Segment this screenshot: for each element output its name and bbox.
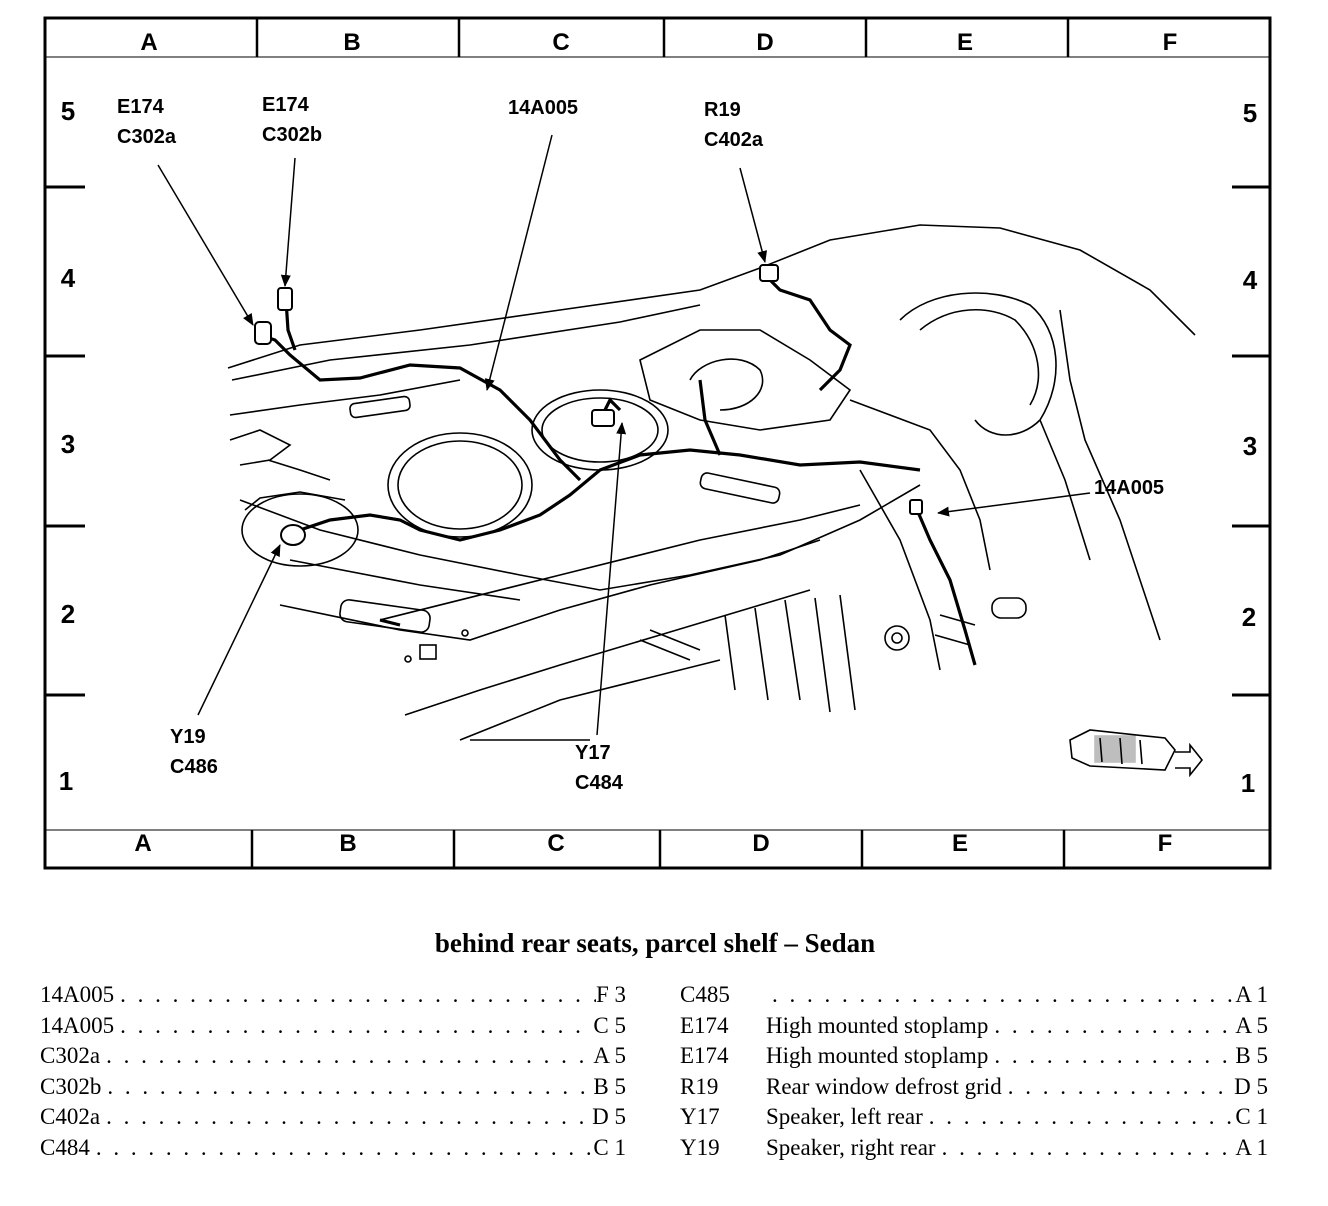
callout-e174-a-connector: C302a: [117, 126, 177, 148]
col-label-bottom-b: B: [339, 830, 356, 857]
connectors: [254, 264, 923, 546]
legend-location: B 5: [593, 1073, 626, 1099]
row-label-left-2: 2: [61, 599, 75, 629]
legend-description: Speaker, right rear: [766, 1134, 936, 1160]
legend-code: C302a: [40, 1043, 101, 1068]
col-label-top-c: C: [552, 29, 569, 56]
legend-row: C302a A 5: [40, 1043, 626, 1074]
callout-14a005-top: 14A005: [508, 97, 578, 119]
legend-location: F 3: [595, 982, 626, 1007]
legend-location: D 5: [592, 1104, 626, 1129]
legend-location: A 1: [1235, 982, 1268, 1007]
row-label-right-5: 5: [1243, 98, 1257, 128]
col-label-bottom-d: D: [752, 830, 769, 857]
connector-c486: [280, 524, 306, 546]
legend-code: Y19: [680, 1134, 720, 1160]
legend-code: C485: [680, 982, 730, 1007]
vehicle-orientation-icon: [1069, 729, 1204, 778]
locator-diagram: A B C D E F A B C D E F 5 4 3 2 1 5 4 3 …: [43, 16, 1272, 870]
connector-c302a: [254, 321, 272, 345]
legend-row: 14A005 F 3: [40, 982, 626, 1013]
legend-code: 14A005: [40, 982, 115, 1007]
legend-row: E174 High mounted stoplamp A 5: [680, 1013, 1268, 1044]
row-label-left-5: 5: [61, 96, 75, 126]
legend-row: C484 C 1: [40, 1135, 626, 1166]
legend-row: C402a D 5: [40, 1104, 626, 1135]
callout-e174-b-code: E174: [262, 94, 310, 116]
connector-c402a: [759, 264, 779, 282]
column-dividers-top: [255, 18, 1070, 57]
parcel-shelf-illustration: [227, 224, 1196, 741]
col-label-top-f: F: [1163, 29, 1178, 56]
col-label-top-a: A: [140, 29, 157, 56]
legend-location: A 1: [1235, 1134, 1268, 1160]
col-label-bottom-c: C: [547, 830, 564, 857]
row-label-left-3: 3: [61, 429, 75, 459]
legend-row: Y19 Speaker, right rear A 1: [680, 1135, 1268, 1166]
legend-description: High mounted stoplamp: [766, 1012, 989, 1038]
legend-code: R19: [680, 1073, 719, 1099]
callout-e174-b-connector: C302b: [262, 124, 322, 146]
callout-y19-code: Y19: [170, 726, 206, 748]
legend-location: A 5: [1235, 1012, 1268, 1038]
diagram-caption: behind rear seats, parcel shelf – Sedan: [434, 928, 876, 958]
legend-location: C 1: [593, 1134, 626, 1160]
callout-r19-code: R19: [704, 99, 741, 121]
col-label-bottom-a: A: [134, 830, 151, 857]
callout-y19-connector: C486: [170, 756, 218, 778]
col-label-top-d: D: [756, 29, 773, 56]
legend-row: C302b B 5: [40, 1074, 626, 1105]
callout-y17-connector: C484: [575, 772, 624, 794]
legend-location: C 5: [593, 1012, 626, 1038]
diagram-border: [43, 16, 1272, 870]
callout-r19-connector: C402a: [704, 129, 764, 151]
callout-14a005-right: 14A005: [1094, 477, 1164, 499]
legend-code: E174: [680, 1043, 729, 1068]
legend-location: D 5: [1234, 1073, 1268, 1099]
connector-c484: [591, 409, 615, 427]
row-label-left-4: 4: [61, 263, 76, 293]
row-label-right-1: 1: [1241, 768, 1255, 798]
row-label-left-1: 1: [59, 766, 73, 796]
row-label-right-3: 3: [1243, 431, 1257, 461]
callout-e174-a-code: E174: [117, 96, 165, 118]
legend-description: Rear window defrost grid: [766, 1073, 1002, 1099]
col-label-bottom-e: E: [952, 830, 968, 857]
row-label-right-2: 2: [1242, 602, 1256, 632]
row-label-right-4: 4: [1243, 265, 1258, 295]
col-label-bottom-f: F: [1158, 830, 1173, 857]
legend-row: Y17 Speaker, left rear C 1: [680, 1104, 1268, 1135]
wiring-harness: [259, 268, 977, 666]
legend-code: C302b: [40, 1073, 102, 1099]
legend-row: R19 Rear window defrost grid D 5: [680, 1074, 1268, 1105]
connector-c302b: [277, 287, 293, 311]
legend-location: C 1: [1235, 1104, 1268, 1129]
legend-location: A 5: [593, 1043, 626, 1068]
col-label-top-b: B: [343, 29, 360, 56]
row-dividers: [45, 185, 1270, 697]
legend-code: E174: [680, 1012, 729, 1038]
callout-y17-code: Y17: [575, 742, 611, 764]
legend-code: Y17: [680, 1104, 720, 1129]
component-legend-left: 14A005 F 3 14A005 C 5 C302a A 5 C302b B 5 C4…: [40, 982, 626, 1165]
legend-code: C484: [40, 1134, 90, 1160]
col-label-top-e: E: [957, 29, 973, 56]
legend-location: B 5: [1235, 1043, 1268, 1068]
legend-code: 14A005: [40, 1012, 115, 1038]
leader-lines: [157, 134, 1091, 736]
column-dividers-bottom: [250, 830, 1066, 868]
legend-row: E174 High mounted stoplamp B 5: [680, 1043, 1268, 1074]
legend-code: C402a: [40, 1104, 101, 1129]
legend-description: High mounted stoplamp: [766, 1043, 989, 1068]
legend-row: C485 A 1: [680, 982, 1268, 1013]
legend-row: 14A005 C 5: [40, 1013, 626, 1044]
legend-description: Speaker, left rear: [766, 1104, 923, 1129]
connector-14a005-right: [909, 499, 923, 515]
